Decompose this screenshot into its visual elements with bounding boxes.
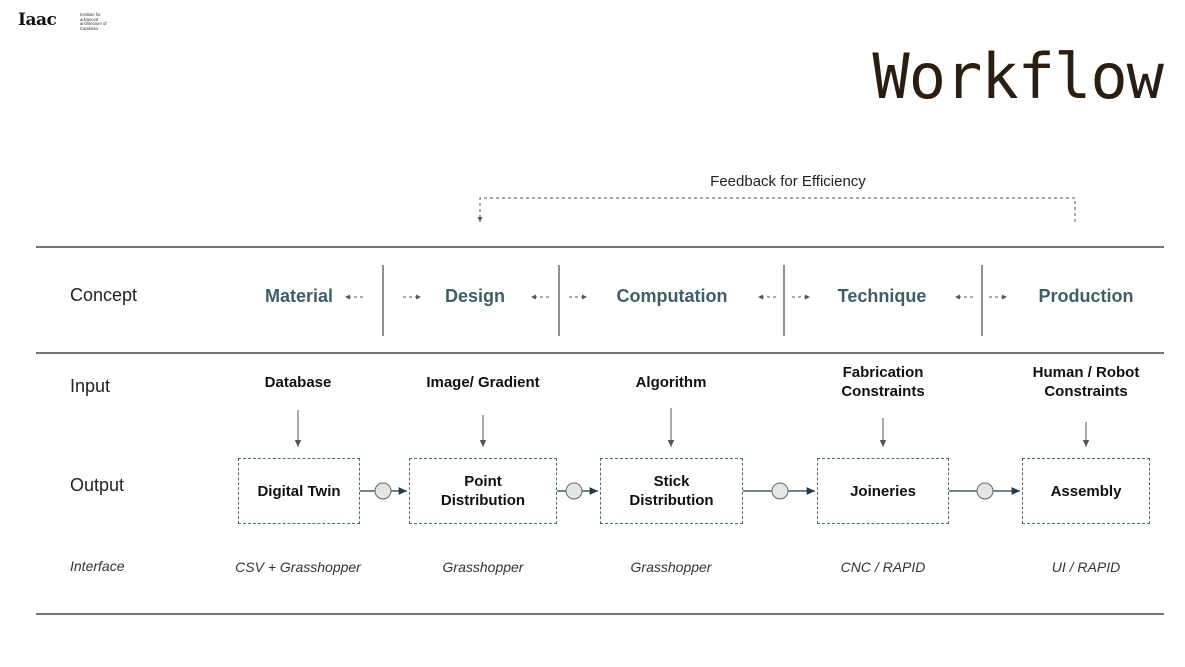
iaac-logo: Iaac	[18, 10, 57, 30]
row-label-output: Output	[70, 475, 125, 495]
output-assembly: Assembly	[1022, 458, 1150, 524]
output-connector	[360, 482, 407, 500]
concept-material: Material	[264, 286, 334, 306]
interface-grasshopper: Grasshopper	[442, 559, 524, 575]
concept-computation: Computation	[616, 286, 728, 306]
interface-csv-grasshopper: CSV + Grasshopper	[235, 559, 361, 575]
logo-caption: Institute for advanced architecture of C…	[80, 12, 107, 31]
output-connector	[743, 482, 815, 500]
page-title: Workflow	[872, 40, 1164, 113]
output-joineries: Joineries	[817, 458, 949, 524]
feedback-label: Feedback for Efficiency	[710, 173, 866, 190]
row-label-interface: Interface	[70, 558, 125, 574]
interface-ui-rapid: UI / RAPID	[1051, 559, 1121, 575]
row-label-concept: Concept	[70, 285, 138, 305]
concept-production: Production	[1038, 286, 1134, 306]
output-digital-twin: Digital Twin	[238, 458, 360, 524]
input-image-gradient: Image/ Gradient	[426, 374, 540, 391]
interface-grasshopper: Grasshopper	[630, 559, 712, 575]
input-algorithm: Algorithm	[635, 374, 707, 391]
interface-cnc-rapid: CNC / RAPID	[840, 559, 926, 575]
row-label-input: Input	[70, 376, 111, 396]
feedback-bracket	[477, 197, 1076, 222]
output-connector	[557, 482, 598, 500]
concept-design: Design	[444, 286, 506, 306]
input-database: Database	[264, 374, 332, 391]
concept-technique: Technique	[837, 286, 927, 306]
output-connector	[949, 482, 1020, 500]
